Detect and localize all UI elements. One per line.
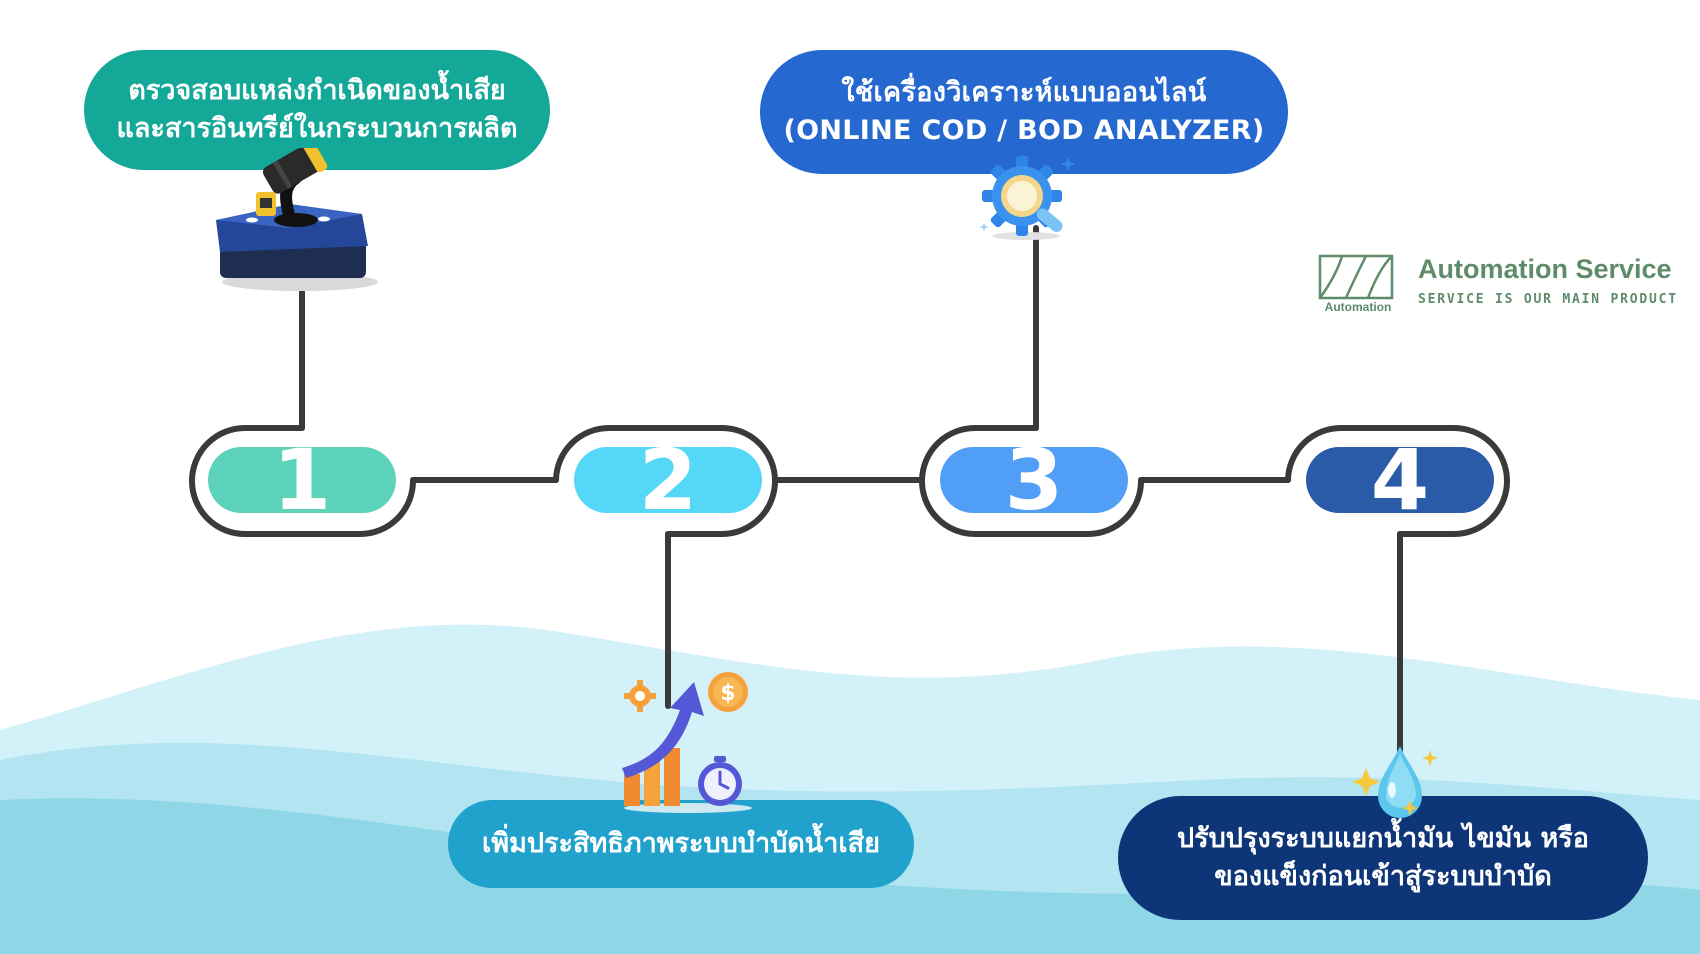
automation-logo-mark-icon [1318, 254, 1394, 300]
logo-caption: Automation [1324, 300, 1392, 314]
step-3-line-2: (ONLINE COD / BOD ANALYZER) [783, 115, 1265, 146]
step-4-number: 4 [1306, 438, 1494, 522]
gear-magnifier-icon [979, 156, 1076, 240]
step-4-line-2: ของแข็งก่อนเข้าสู่ระบบบำบัด [1214, 861, 1552, 892]
step-2-line-1: เพิ่มประสิทธิภาพระบบบำบัดน้ำเสีย [482, 828, 880, 859]
step-2-description: เพิ่มประสิทธิภาพระบบบำบัดน้ำเสีย [448, 800, 914, 888]
oil-barrel-icon [216, 148, 378, 291]
connector-4-frame [1285, 425, 1511, 537]
logo-name: Automation Service [1418, 254, 1672, 284]
water-drop-sparkle-icon [1352, 746, 1438, 818]
efficiency-growth-icon: $ [622, 672, 752, 813]
connector-2-frame [553, 425, 779, 537]
logo-slogan: SERVICE IS OUR MAIN PRODUCT [1418, 292, 1678, 307]
step-4-description: ปรับปรุงระบบแยกน้ำมัน ไขมัน หรือ ของแข็ง… [1118, 796, 1648, 920]
step-1-number: 1 [208, 438, 396, 522]
svg-text:$: $ [720, 681, 735, 706]
step-3-number: 3 [940, 438, 1128, 522]
step-3-line-1: ใช้เครื่องวิเคราะห์แบบออนไลน์ [841, 77, 1207, 108]
step-2-number: 2 [574, 438, 762, 522]
step-1-line-2: และสารอินทรีย์ในกระบวนการผลิต [116, 113, 518, 144]
connector-3-frame [918, 425, 1145, 537]
step-1-description: ตรวจสอบแหล่งกำเนิดของน้ำเสีย และสารอินทร… [84, 50, 550, 170]
step-3-description: ใช้เครื่องวิเคราะห์แบบออนไลน์ (ONLINE CO… [760, 50, 1288, 174]
step-4-line-1: ปรับปรุงระบบแยกน้ำมัน ไขมัน หรือ [1177, 823, 1589, 854]
connector-1-frame [189, 425, 417, 537]
step-1-line-1: ตรวจสอบแหล่งกำเนิดของน้ำเสีย [128, 75, 506, 106]
automation-service-logo: Automation Automation Service SERVICE IS… [1318, 254, 1698, 318]
